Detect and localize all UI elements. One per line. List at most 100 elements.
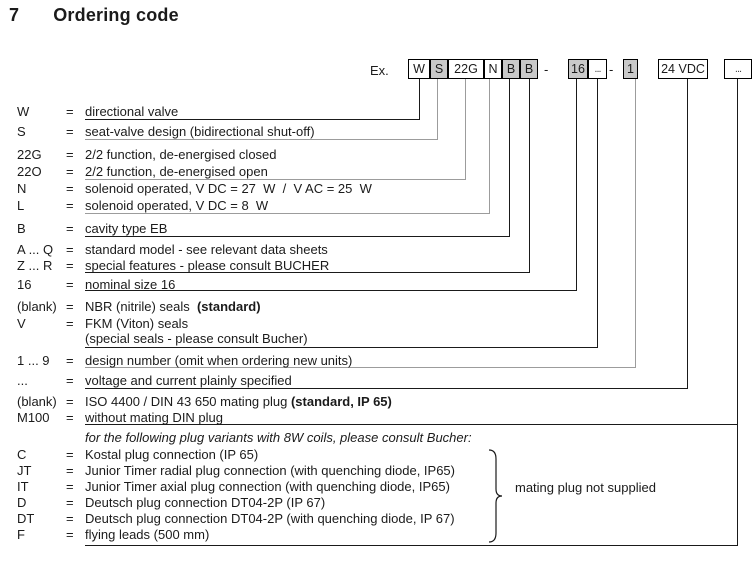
code-label: V — [17, 316, 26, 331]
code-label: D — [17, 495, 27, 510]
code-box: 24 VDC — [658, 59, 708, 79]
connector-line — [509, 79, 510, 237]
code-description: Deutsch plug connection DT04-2P (with qu… — [85, 511, 455, 526]
code-label: IT — [17, 479, 29, 494]
definition-row: 22G = 2/2 function, de-energised closed — [0, 147, 754, 163]
code-description: Junior Timer radial plug connection (wit… — [85, 463, 455, 478]
code-description: cavity type EB — [85, 221, 168, 236]
code-box: 16 — [568, 59, 588, 79]
code-label: 22G — [17, 147, 42, 162]
definition-row: IT = Junior Timer axial plug connection … — [0, 479, 754, 495]
code-separator: - — [609, 61, 614, 77]
section-title: Ordering code — [53, 5, 179, 25]
connector-line — [437, 79, 438, 140]
code-label: F — [17, 527, 25, 542]
code-label: W — [17, 104, 30, 119]
code-label: S — [17, 124, 26, 139]
definition-row: D = Deutsch plug connection DT04-2P (IP … — [0, 495, 754, 511]
connector-line — [687, 79, 688, 389]
code-box: 1 — [623, 59, 638, 79]
page-title: 7 Ordering code — [9, 5, 179, 26]
code-description: Junior Timer axial plug connection (with… — [85, 479, 450, 494]
equals-sign: = — [66, 164, 74, 179]
code-label: A ... Q — [17, 242, 54, 257]
equals-sign: = — [66, 198, 74, 213]
connector-line — [737, 79, 738, 546]
code-description: Kostal plug connection (IP 65) — [85, 447, 259, 462]
code-label: DT — [17, 511, 35, 526]
code-box: S — [430, 59, 448, 79]
code-label: JT — [17, 463, 32, 478]
code-description: flying leads (500 mm) — [85, 527, 210, 542]
definition-row: JT = Junior Timer radial plug connection… — [0, 463, 754, 479]
equals-sign: = — [66, 410, 74, 425]
definition-row: W = directional valve — [0, 104, 754, 120]
connector-line — [85, 290, 577, 291]
equals-sign: = — [66, 104, 74, 119]
definition-row: C = Kostal plug connection (IP 65) — [0, 447, 754, 463]
code-description: directional valve — [85, 104, 179, 119]
definition-row: L = solenoid operated, V DC = 8 W — [0, 198, 754, 214]
code-description: FKM (Viton) seals — [85, 316, 189, 331]
definition-row: V = FKM (Viton) seals — [0, 316, 754, 332]
code-description: seat-valve design (bidirectional shut-of… — [85, 124, 315, 139]
definition-row: 1 ... 9 = design number (omit when order… — [0, 353, 754, 369]
code-description: voltage and current plainly specified — [85, 373, 292, 388]
code-description: design number (omit when ordering new un… — [85, 353, 353, 368]
definition-row: (blank) = ISO 4400 / DIN 43 650 mating p… — [0, 394, 754, 410]
brace-icon — [488, 449, 503, 543]
code-box: W — [408, 59, 430, 79]
code-description: solenoid operated, V DC = 8 W — [85, 198, 269, 213]
equals-sign: = — [66, 258, 74, 273]
connector-line — [465, 79, 466, 180]
equals-sign: = — [66, 353, 74, 368]
equals-sign: = — [66, 221, 74, 236]
connector-line — [85, 272, 530, 273]
code-description: solenoid operated, V DC = 27 W / V AC = … — [85, 181, 372, 196]
code-label: 16 — [17, 277, 32, 292]
connector-line — [529, 79, 530, 273]
code-label: (blank) — [17, 299, 57, 314]
code-box: ... — [724, 59, 752, 79]
definition-row: M100 = without mating DIN plug — [0, 410, 754, 426]
equals-sign: = — [66, 394, 74, 409]
code-box: B — [502, 59, 520, 79]
equals-sign: = — [66, 242, 74, 257]
definition-row: A ... Q = standard model - see relevant … — [0, 242, 754, 258]
code-separator: - — [544, 61, 549, 77]
connector-line — [635, 79, 636, 368]
equals-sign: = — [66, 511, 74, 526]
code-description: Deutsch plug connection DT04-2P (IP 67) — [85, 495, 326, 510]
code-box: 22G — [448, 59, 484, 79]
code-description: nominal size 16 — [85, 277, 176, 292]
connector-line — [489, 79, 490, 214]
connector-line — [85, 236, 510, 237]
definition-row: F = flying leads (500 mm) — [0, 527, 754, 543]
equals-sign: = — [66, 277, 74, 292]
definition-row: 16 = nominal size 16 — [0, 277, 754, 293]
code-label: (blank) — [17, 394, 57, 409]
code-description: (special seals - please consult Bucher) — [85, 331, 308, 346]
code-description: standard model - see relevant data sheet… — [85, 242, 328, 257]
connector-line — [85, 545, 738, 546]
equals-sign: = — [66, 463, 74, 478]
code-description: 2/2 function, de-energised closed — [85, 147, 277, 162]
connector-line — [85, 213, 490, 214]
equals-sign: = — [66, 316, 74, 331]
section-number: 7 — [9, 5, 20, 25]
connector-line — [85, 367, 636, 368]
plug-variants-note: for the following plug variants with 8W … — [85, 430, 472, 445]
connector-line — [85, 179, 466, 180]
connector-line — [85, 347, 598, 348]
code-label: N — [17, 181, 27, 196]
code-description: ISO 4400 / DIN 43 650 mating plug (stand… — [85, 394, 392, 409]
code-label: Z ... R — [17, 258, 53, 273]
code-box: N — [484, 59, 502, 79]
code-description: NBR (nitrile) seals (standard) — [85, 299, 261, 314]
code-label: ... — [17, 373, 28, 388]
example-label: Ex. — [370, 63, 389, 78]
connector-line — [576, 79, 577, 291]
equals-sign: = — [66, 299, 74, 314]
code-label: 22O — [17, 164, 42, 179]
